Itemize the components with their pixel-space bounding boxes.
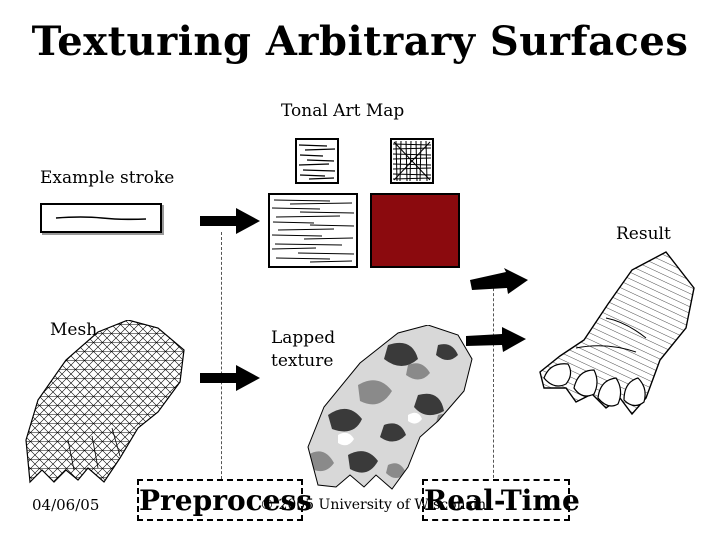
- camouflage-hand-illustration: [307, 325, 473, 490]
- result-hand-illustration: [539, 251, 695, 416]
- example-stroke-label: Example stroke: [40, 168, 175, 188]
- slide-title: Texturing Arbitrary Surfaces: [31, 18, 689, 65]
- mesh-label: Mesh: [50, 320, 98, 340]
- tone-color-swatch: [370, 193, 460, 268]
- tonal-art-map-label: Tonal Art Map: [281, 101, 405, 121]
- lapped-texture-label-line1: Lapped: [271, 328, 336, 348]
- preprocess-divider: [221, 232, 222, 494]
- result-label: Result: [616, 224, 671, 244]
- example-stroke-box: [40, 203, 162, 233]
- arrow-right-icon: [200, 208, 260, 234]
- preprocess-stage-label: Preprocess: [137, 479, 312, 521]
- realtime-stage-label: Real-Time: [422, 479, 580, 521]
- arrow-right-icon: [466, 327, 526, 352]
- lapped-texture-label-line2: texture: [271, 351, 334, 371]
- tonal-art-map-light-swatch: [295, 138, 339, 184]
- lapped-hatch-texture: [268, 193, 358, 268]
- copyright-notice: © 2005 University of Wisconsin: [260, 497, 487, 513]
- mesh-hand-illustration: [25, 320, 185, 484]
- arrow-right-icon: [200, 365, 260, 391]
- arrow-right-icon: [470, 268, 528, 294]
- tonal-art-map-dark-swatch: [390, 138, 434, 184]
- realtime-divider: [493, 278, 494, 488]
- slide-date: 04/06/05: [32, 496, 100, 514]
